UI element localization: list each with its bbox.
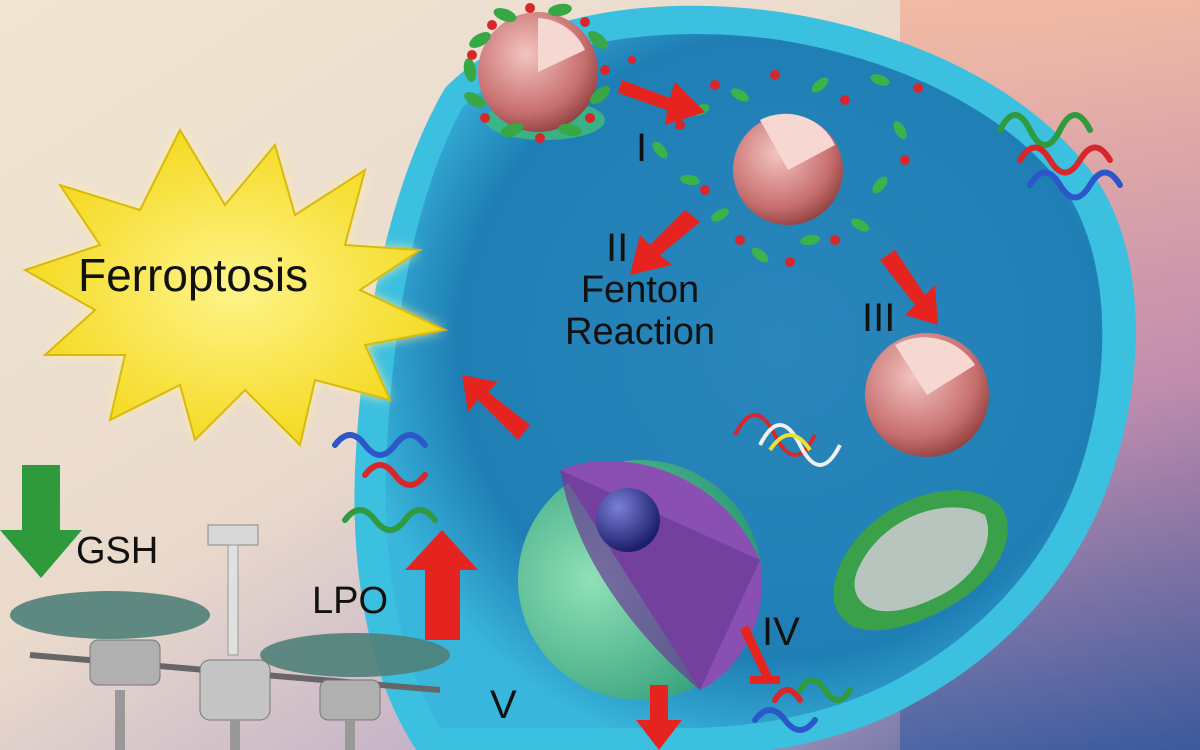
step-3-label: III — [862, 296, 896, 340]
ferroptosis-label: Ferroptosis — [78, 249, 309, 301]
protein-ribbon-bottom — [752, 677, 853, 733]
rna-strand — [733, 413, 842, 467]
arrow-gsh-down — [0, 465, 82, 578]
fenton-reaction-label: Fenton Reaction — [540, 269, 740, 354]
fenton-line-1: Fenton — [580, 269, 700, 311]
scale-pan-left — [10, 591, 210, 639]
burst-star — [22, 127, 449, 447]
arrow-to-ferroptosis — [462, 375, 530, 440]
fenton-line-2: Reaction — [565, 310, 715, 353]
protein-ribbon-top-right — [997, 112, 1123, 201]
arrow-step-3 — [880, 250, 938, 325]
arrow-nucleus-down — [636, 685, 682, 750]
nanoparticle-cutaway — [895, 337, 975, 395]
arrow-lpo-up — [405, 530, 478, 640]
step-2-label: II — [606, 226, 629, 270]
step-5-label: V — [490, 683, 517, 727]
released-dots — [628, 56, 923, 267]
arrow-step-1 — [618, 80, 705, 125]
scale-pan-right — [260, 633, 450, 677]
arrow-step-2 — [630, 210, 700, 275]
inhibit-bar — [750, 676, 780, 684]
nanoparticle-degraded — [865, 333, 989, 457]
gsh-label: GSH — [76, 530, 159, 572]
coating-leaves — [463, 3, 610, 137]
nucleus — [518, 460, 762, 700]
protein-ribbon-left — [332, 432, 438, 533]
nanoparticle-cutaway — [538, 18, 585, 72]
ferroptosis-burst — [22, 127, 449, 447]
mitochondrion — [833, 490, 1008, 631]
arrows — [405, 80, 938, 750]
nucleolus — [596, 488, 660, 552]
coating-dots — [467, 3, 610, 143]
nanoparticle-coated — [463, 3, 610, 143]
nanoparticle-cutaway — [760, 113, 835, 170]
inhibit-line — [740, 625, 772, 680]
step-1-label: I — [636, 126, 648, 170]
step-4-label: IV — [762, 610, 800, 654]
balance-scale — [10, 524, 450, 750]
lpo-label: LPO — [312, 580, 389, 622]
